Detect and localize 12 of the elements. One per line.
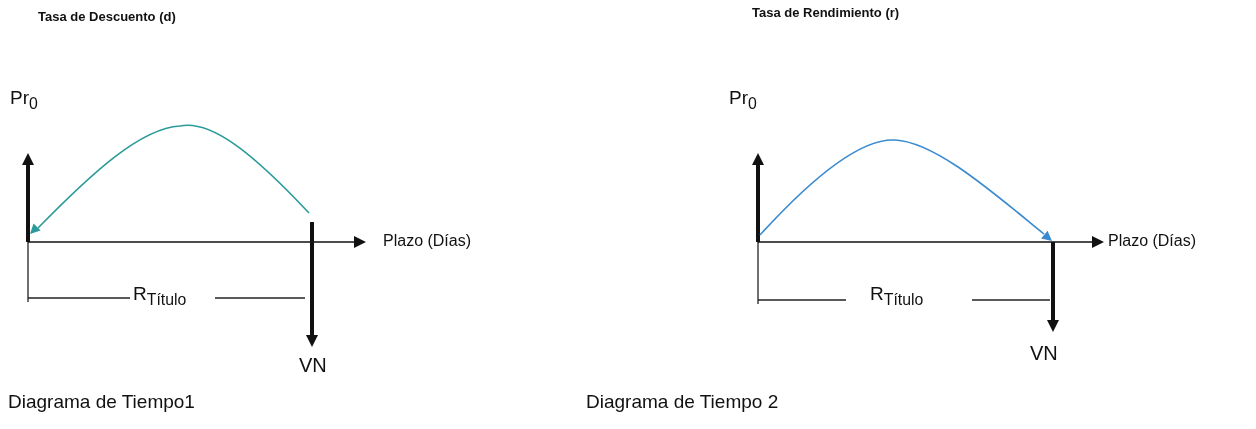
axis-label: Pr$_{0}$ — [729, 88, 757, 113]
axis-label: VN — [1030, 342, 1058, 364]
heading: Tasa de Rendimiento (r) — [752, 6, 900, 21]
heading: Tasa de Descuento (d) — [38, 10, 176, 25]
axis-label: VN — [299, 354, 327, 376]
axis-label: Pr$_{0}$ — [10, 88, 38, 113]
axis-label: Plazo (Días) — [383, 232, 472, 250]
caption: Diagrama de Tiempo 2 — [586, 392, 779, 413]
dimension-label: R$_{Título}$ — [133, 284, 187, 309]
axis-label: Plazo (Días) — [1108, 232, 1197, 250]
dimension-label: R$_{Título}$ — [870, 284, 924, 309]
caption: Diagrama de Tiempo1 — [8, 392, 195, 413]
